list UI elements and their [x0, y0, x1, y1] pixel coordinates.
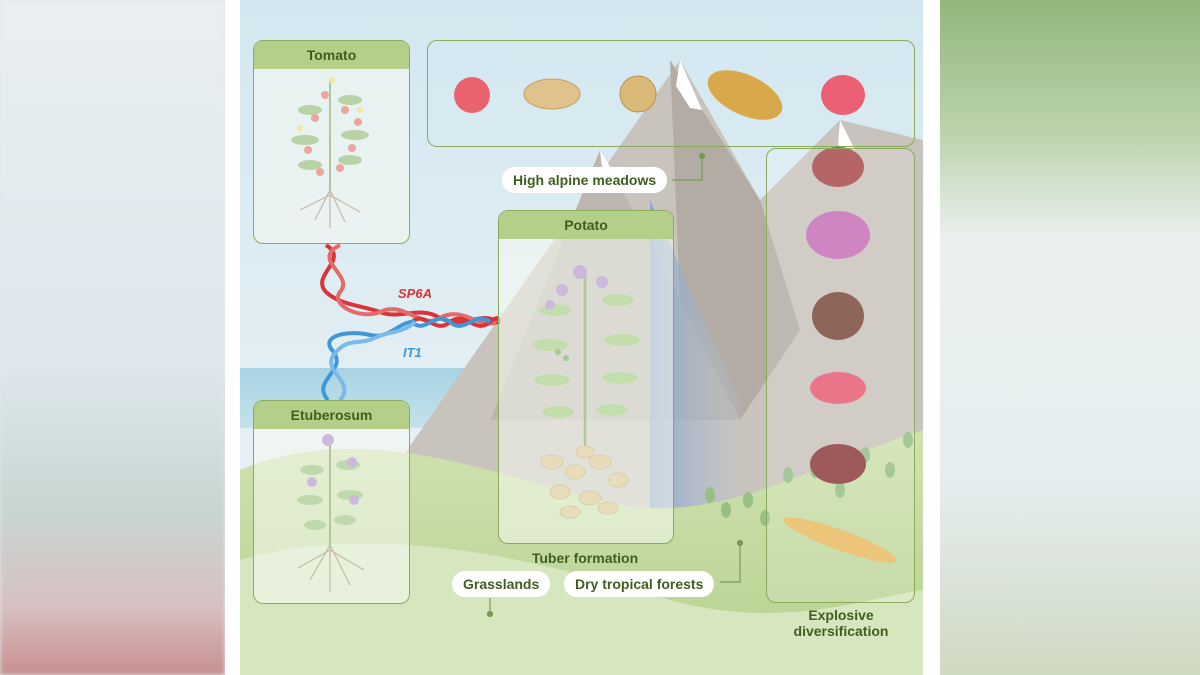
tuber-row-frame [427, 40, 915, 147]
dry-tropical-forests-label: Dry tropical forests [564, 571, 715, 597]
etuberosum-panel: Etuberosum [253, 400, 410, 604]
etuberosum-panel-title: Etuberosum [254, 401, 409, 429]
explosive-diversification-label: Explosive diversification [770, 607, 912, 639]
explosive-diversification-line1: Explosive [808, 607, 874, 623]
sp6a-gene-label: SP6A [398, 286, 432, 301]
figure-canvas: Tomato Potato Etuberosum SP6A IT1 High a… [240, 0, 923, 675]
tuber-formation-label: Tuber formation [531, 550, 639, 566]
it1-gene-label: IT1 [403, 345, 422, 360]
diversification-frame [766, 148, 915, 603]
potato-panel: Potato [498, 210, 674, 544]
potato-panel-title: Potato [499, 211, 673, 239]
blurred-right-background [940, 0, 1200, 675]
blurred-left-background [0, 0, 225, 675]
grasslands-label: Grasslands [452, 571, 551, 597]
high-alpine-meadows-label: High alpine meadows [502, 167, 668, 193]
explosive-diversification-line2: diversification [793, 623, 889, 639]
tomato-panel: Tomato [253, 40, 410, 244]
tomato-panel-title: Tomato [254, 41, 409, 69]
tuber-varieties [454, 70, 897, 563]
